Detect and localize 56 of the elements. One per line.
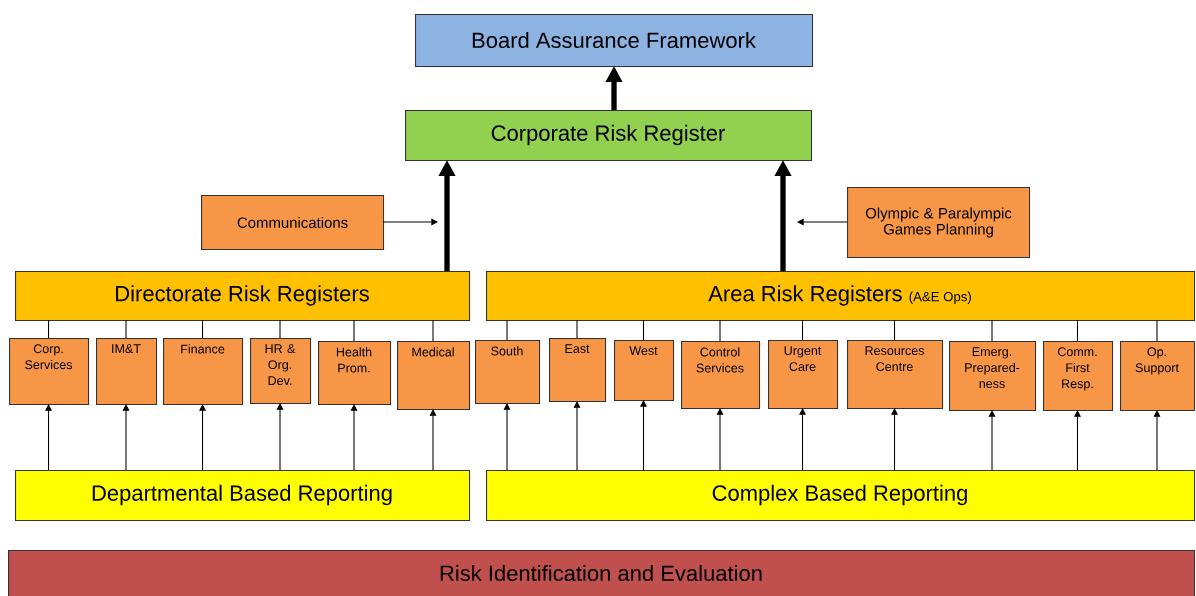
arrow <box>891 408 898 471</box>
register-box: East <box>549 338 607 403</box>
foundation-band: Risk Identification and Evaluation <box>8 550 1196 596</box>
framework-box: Board Assurance Framework <box>415 14 814 68</box>
connector-line <box>279 319 281 339</box>
connector-line <box>1156 319 1158 342</box>
arrow <box>1153 410 1161 471</box>
connector-line <box>991 319 993 342</box>
arrow <box>640 400 647 471</box>
connector-line <box>202 319 204 339</box>
arrow <box>716 408 724 471</box>
connector-line <box>1076 319 1079 342</box>
input-box: Communications <box>201 195 385 251</box>
arrow <box>1074 410 1081 471</box>
arrow <box>988 410 996 471</box>
register-box: Emerg. Prepared-ness <box>949 341 1037 412</box>
reporting-band: Complex Based Reporting <box>486 470 1196 522</box>
arrow <box>276 403 284 471</box>
register-box: Op. Support <box>1120 341 1196 412</box>
arrow <box>382 218 438 226</box>
register-box: Health Prom. <box>318 341 392 406</box>
connector-line <box>576 319 578 339</box>
arrow <box>429 409 437 471</box>
register-box: Control Services <box>681 341 761 410</box>
connector-line <box>506 319 508 341</box>
register-box: Medical <box>397 341 471 411</box>
connector-line <box>432 319 434 342</box>
arrow <box>350 404 358 471</box>
connector-line <box>642 319 645 341</box>
register-box: HR & Org. Dev. <box>250 338 312 405</box>
register-box: Finance <box>163 338 244 406</box>
reporting-band: Departmental Based Reporting <box>15 470 471 522</box>
connector-line <box>719 319 721 342</box>
arrow <box>797 218 848 226</box>
register-box: West <box>614 340 675 402</box>
arrow <box>573 401 581 471</box>
arrow <box>199 404 206 471</box>
register-box: Urgent Care <box>768 340 839 410</box>
register-box: South <box>475 340 541 405</box>
register-band: Directorate Risk Registers <box>15 271 471 322</box>
arrow <box>122 404 130 471</box>
register-box: IM&T <box>96 338 158 406</box>
connector-line <box>893 319 896 341</box>
register-box: Corporate Risk Register <box>405 110 813 162</box>
register-box: Corp. Services <box>9 338 90 406</box>
register-band: Area Risk Registers (A&E Ops) <box>486 271 1196 322</box>
arrow <box>503 403 511 471</box>
input-box: Olympic & Paralympic Games Planning <box>847 187 1031 259</box>
connector-line <box>801 319 804 341</box>
register-box: Comm. First Resp. <box>1043 341 1114 412</box>
connector-line <box>353 319 355 342</box>
connector-line <box>125 319 127 339</box>
connector-line <box>48 319 50 339</box>
arrow <box>45 404 52 471</box>
register-box: Resources Centre <box>847 340 944 410</box>
arrow <box>799 408 806 471</box>
